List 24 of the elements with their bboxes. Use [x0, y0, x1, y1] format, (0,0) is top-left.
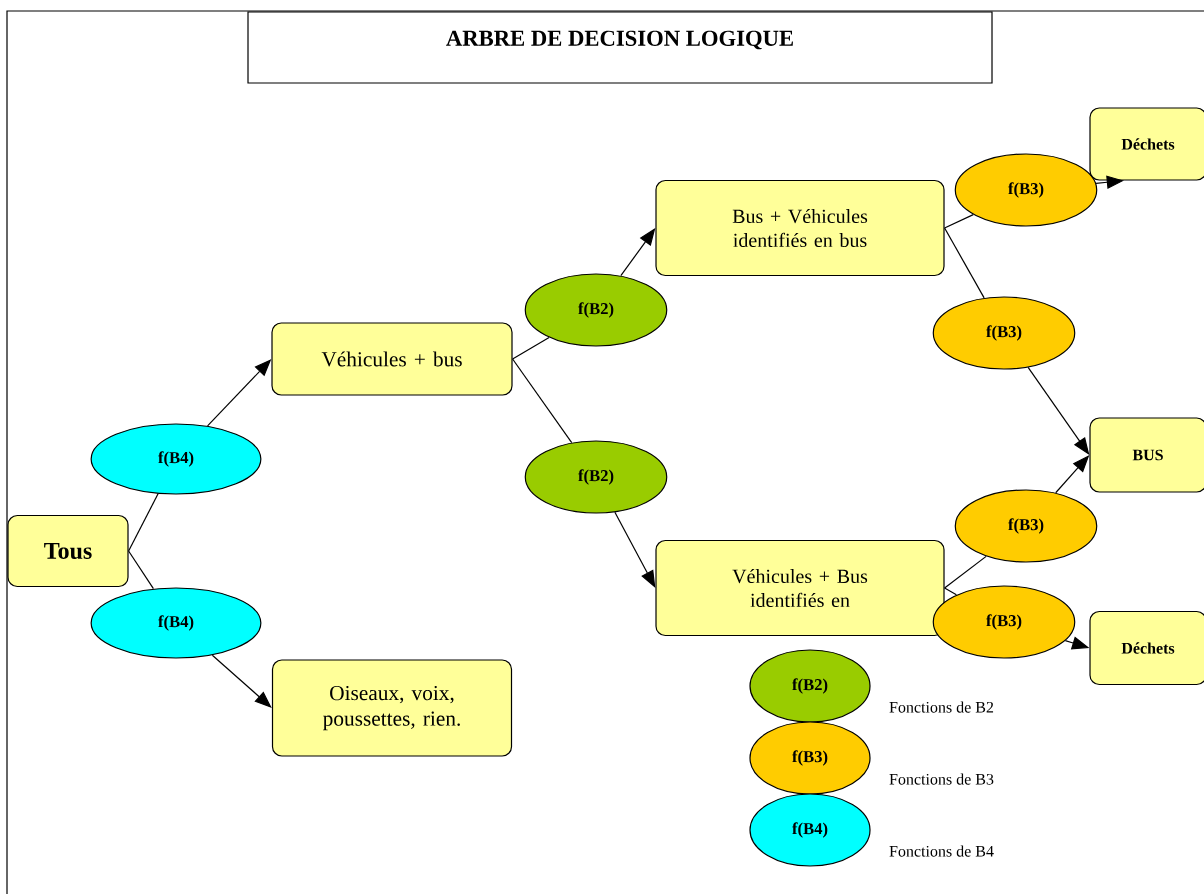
- connector-line: [128, 550, 154, 590]
- connector-line: [944, 214, 974, 229]
- process-box: Oiseaux, voix, poussettes, rien.: [271, 659, 513, 757]
- connector-line: [944, 555, 987, 589]
- connector-line: [944, 227, 985, 299]
- legend-text: Fonctions de B4: [889, 845, 994, 857]
- process-box: Bus + Véhicules identifiés en bus: [655, 179, 945, 277]
- arrow: [211, 654, 272, 708]
- title-box: ARBRE DE DECISION LOGIQUE: [247, 11, 993, 84]
- connector-line: [512, 358, 573, 444]
- legend-text: Fonctions de B2: [889, 701, 994, 713]
- process-box: BUS: [1089, 417, 1204, 493]
- connector-line: [944, 587, 957, 596]
- arrow: [620, 228, 656, 277]
- arrow: [1027, 366, 1090, 455]
- legend-text: Fonctions de B3: [889, 773, 994, 785]
- connector-line: [128, 493, 159, 552]
- connector-line: [512, 336, 550, 360]
- process-box: Véhicules + Bus identifiés en: [655, 539, 945, 637]
- process-box: Véhicules + bus: [271, 322, 513, 396]
- process-box: Tous: [7, 514, 129, 588]
- process-box: Déchets: [1089, 610, 1204, 686]
- arrow: [614, 511, 656, 588]
- process-box: Déchets: [1089, 107, 1204, 181]
